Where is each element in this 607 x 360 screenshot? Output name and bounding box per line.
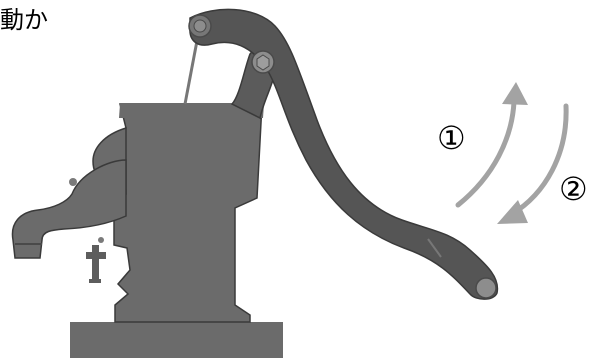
pump-base-plate xyxy=(70,322,283,358)
body-bolt-2 xyxy=(98,237,104,243)
valve-stem xyxy=(92,245,99,279)
body-bolt-1 xyxy=(69,178,77,186)
curved-up-arrow-icon xyxy=(455,99,517,208)
arrow-down-label: ② xyxy=(559,170,588,208)
valve-base xyxy=(89,279,101,283)
curved-down-arrow-head xyxy=(497,200,528,224)
valve-handle xyxy=(86,252,106,259)
arrow-up-label: ① xyxy=(437,119,466,157)
caption-fragment: 動か xyxy=(0,6,48,34)
top-joint xyxy=(188,14,212,38)
curved-down-arrow-icon xyxy=(509,103,569,217)
pump-spout xyxy=(11,159,127,259)
curved-up-arrow-head xyxy=(502,82,528,105)
pump-body xyxy=(113,103,263,323)
pivot-joint xyxy=(251,50,275,74)
handle-end-knob xyxy=(475,277,497,299)
pump-top-lip xyxy=(119,104,264,118)
handle-grip-ridge xyxy=(427,238,442,258)
